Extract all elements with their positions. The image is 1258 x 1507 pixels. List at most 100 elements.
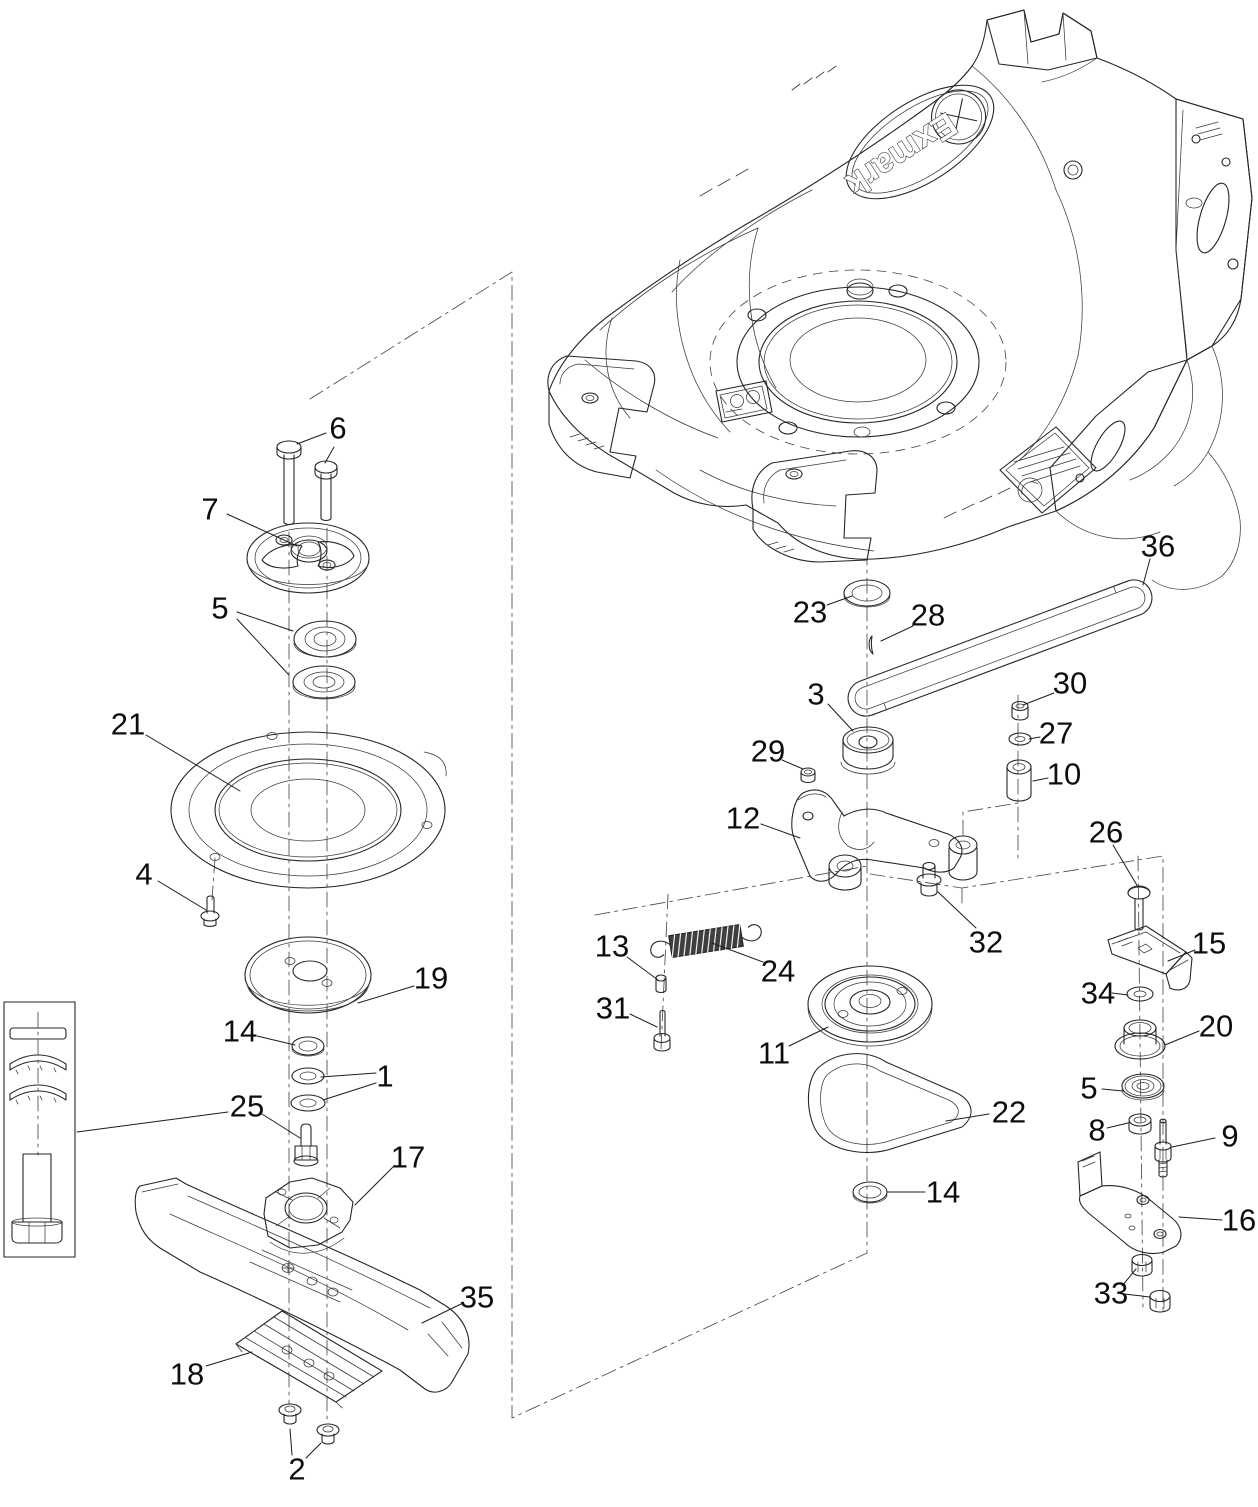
- part-pulley-3: [840, 726, 896, 775]
- leader-line-22: [945, 1113, 990, 1122]
- part-bolt-26: [1127, 885, 1151, 931]
- callout-2: 2: [288, 1452, 305, 1487]
- warning-label-large: [999, 426, 1097, 514]
- deck-bumper-left: [547, 355, 656, 479]
- callout-20: 20: [1199, 1009, 1233, 1044]
- part-belt-22: [807, 1053, 972, 1153]
- leader-line-6: [324, 446, 335, 464]
- left-spindle-stack: [134, 440, 470, 1445]
- leader-line-30: [1022, 692, 1055, 706]
- leader-line-5: [236, 611, 294, 632]
- deck-side-plates: [1049, 98, 1253, 590]
- logo-x-icon: [940, 98, 978, 136]
- leader-line-5: [236, 618, 290, 676]
- part-blade-35: [134, 1177, 470, 1393]
- part-spacer-14-center: [852, 1181, 888, 1204]
- callout-31: 31: [596, 991, 630, 1026]
- part-belt-36: [847, 579, 1153, 717]
- callout-29: 29: [751, 734, 785, 769]
- part-cover-21: [170, 731, 447, 889]
- leader-line-10: [1032, 777, 1049, 782]
- part-idler-arm-12: [791, 789, 978, 891]
- leader-line-4: [157, 880, 207, 911]
- part-bolt-31: [653, 1009, 671, 1052]
- leader-line-33: [1123, 1293, 1151, 1298]
- callout-30: 30: [1053, 666, 1087, 701]
- callout-7: 7: [201, 492, 218, 527]
- callout-3: 3: [807, 677, 824, 712]
- leader-line-25: [261, 1113, 301, 1139]
- part-bearing-5-right: [1121, 1073, 1165, 1101]
- part-bolts-6: [276, 440, 338, 526]
- leader-line-24: [711, 942, 764, 963]
- callout-19: 19: [414, 961, 448, 996]
- callout-32: 32: [969, 925, 1003, 960]
- part-nuts-33: [1131, 1253, 1171, 1313]
- callout-10: 10: [1047, 757, 1081, 792]
- callout-23: 23: [793, 595, 827, 630]
- callout-5: 5: [1080, 1071, 1097, 1106]
- leader-line-33: [1121, 1268, 1137, 1287]
- part-bracket-16: [1077, 1151, 1182, 1255]
- callout-5: 5: [211, 591, 228, 626]
- leader-line-27: [1028, 736, 1041, 740]
- callout-34: 34: [1081, 976, 1115, 1011]
- leader-line-1: [320, 1072, 377, 1078]
- deck-bumper-front: [751, 450, 878, 563]
- callout-6: 6: [329, 411, 346, 446]
- leader-line-7: [226, 513, 298, 547]
- callout-14: 14: [926, 1175, 960, 1210]
- part-idler-pulley-11: [807, 965, 933, 1047]
- callout-26: 26: [1089, 815, 1123, 850]
- part-drive-plate-7: [246, 522, 370, 594]
- callout-1: 1: [376, 1059, 393, 1094]
- callout-22: 22: [992, 1095, 1026, 1130]
- callout-33: 33: [1094, 1276, 1128, 1311]
- part-washer-34: [1126, 986, 1154, 1002]
- callout-9: 9: [1221, 1119, 1238, 1154]
- leader-line-2: [289, 1428, 293, 1456]
- callout-28: 28: [911, 598, 945, 633]
- leader-line-34: [1111, 992, 1129, 996]
- part-bracket-15: [1107, 925, 1193, 991]
- leader-line-9: [1171, 1137, 1216, 1148]
- leader-line-5: [1101, 1088, 1124, 1092]
- part-spacer-10: [1006, 759, 1032, 802]
- callout-4: 4: [135, 857, 152, 892]
- callout-13: 13: [595, 929, 629, 964]
- leader-line-36: [1142, 558, 1151, 586]
- leader-line-29: [781, 759, 804, 770]
- part-bushing-20: [1114, 1019, 1166, 1060]
- leader-line-13: [626, 956, 659, 981]
- right-bracket-column: [1077, 885, 1193, 1313]
- part-washer-27: [1008, 732, 1032, 746]
- part-stud-9: [1154, 1118, 1172, 1178]
- leader-line-8: [1106, 1122, 1129, 1129]
- part-bearings-5: [292, 620, 357, 700]
- inset-detail-box: [3, 1001, 76, 1258]
- part-nut-8: [1128, 1113, 1152, 1135]
- mower-deck-housing: Exmark: [547, 9, 1253, 590]
- part-screws-2: [278, 1403, 340, 1445]
- leader-line-1: [322, 1082, 377, 1101]
- callout-12: 12: [726, 801, 760, 836]
- part-blade-bolt-25: [293, 1123, 319, 1167]
- construction-lines: [37, 271, 1164, 1425]
- callout-18: 18: [170, 1357, 204, 1392]
- deck-center-ring: [709, 269, 1007, 455]
- leader-line-20: [1164, 1030, 1200, 1046]
- callout-36: 36: [1141, 529, 1175, 564]
- leader-line-12: [760, 823, 801, 839]
- callout-21: 21: [111, 707, 145, 742]
- leader-line-19: [357, 985, 415, 1004]
- part-grommet-23: [843, 579, 891, 608]
- leader-line-15: [1167, 949, 1196, 962]
- deck-edge-hatching: [699, 65, 1011, 519]
- part-accelerator-plate-18: [235, 1310, 383, 1409]
- part-key-28: [868, 635, 874, 655]
- part-washers-1: [290, 1067, 326, 1112]
- deck-rear-tabs: [986, 9, 1098, 180]
- leader-line-17: [354, 1166, 394, 1206]
